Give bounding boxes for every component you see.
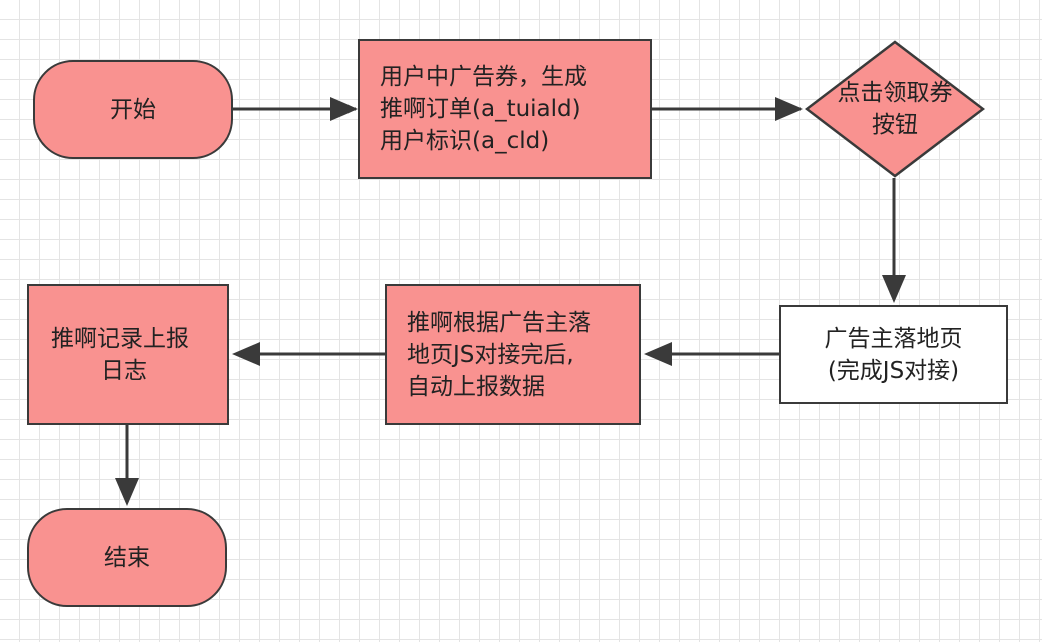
arrowhead-click-to-landing [882, 275, 906, 303]
report-data-node[interactable]: 推啊根据广告主落 地页JS对接完后, 自动上报数据 [385, 284, 641, 425]
decision-diamond-shape [805, 40, 985, 178]
landing-page-line-2: (完成JS对接) [827, 357, 960, 384]
end-node-label: 结束 [104, 544, 150, 571]
arrowhead-log-to-end [115, 478, 139, 506]
generate-order-line-2: 推啊订单(a_tuiald) [380, 96, 581, 122]
record-log-line-2: 日志 [101, 357, 147, 384]
record-log-line-1: 推啊记录上报 [51, 325, 189, 352]
report-data-line-1: 推啊根据广告主落 [407, 309, 591, 336]
generate-order-line-1: 用户中广告券，生成 [380, 64, 587, 90]
click-button-line-2: 按钮 [872, 112, 918, 138]
start-node[interactable]: 开始 [33, 60, 233, 159]
generate-order-line-3: 用户标识(a_cld) [380, 128, 550, 154]
arrowhead-landing-to-report [644, 342, 672, 366]
click-button-line-1: 点击领取券 [837, 80, 953, 106]
record-log-node[interactable]: 推啊记录上报 日志 [27, 284, 229, 425]
arrowhead-start-to-order [330, 97, 358, 121]
landing-page-line-1: 广告主落地页 [824, 325, 963, 352]
report-data-line-2: 地页JS对接完后, [407, 341, 574, 368]
arrowhead-report-to-log [232, 342, 260, 366]
end-node[interactable]: 结束 [27, 508, 227, 607]
click-button-decision-node[interactable]: 点击领取券 按钮 [805, 40, 985, 178]
generate-order-node[interactable]: 用户中广告券，生成 推啊订单(a_tuiald) 用户标识(a_cld) [358, 39, 652, 179]
click-button-label: 点击领取券 按钮 [805, 40, 985, 178]
start-node-label: 开始 [110, 96, 156, 123]
report-data-line-3: 自动上报数据 [407, 373, 545, 400]
arrowhead-order-to-click [775, 97, 803, 121]
landing-page-node[interactable]: 广告主落地页 (完成JS对接) [779, 305, 1008, 404]
